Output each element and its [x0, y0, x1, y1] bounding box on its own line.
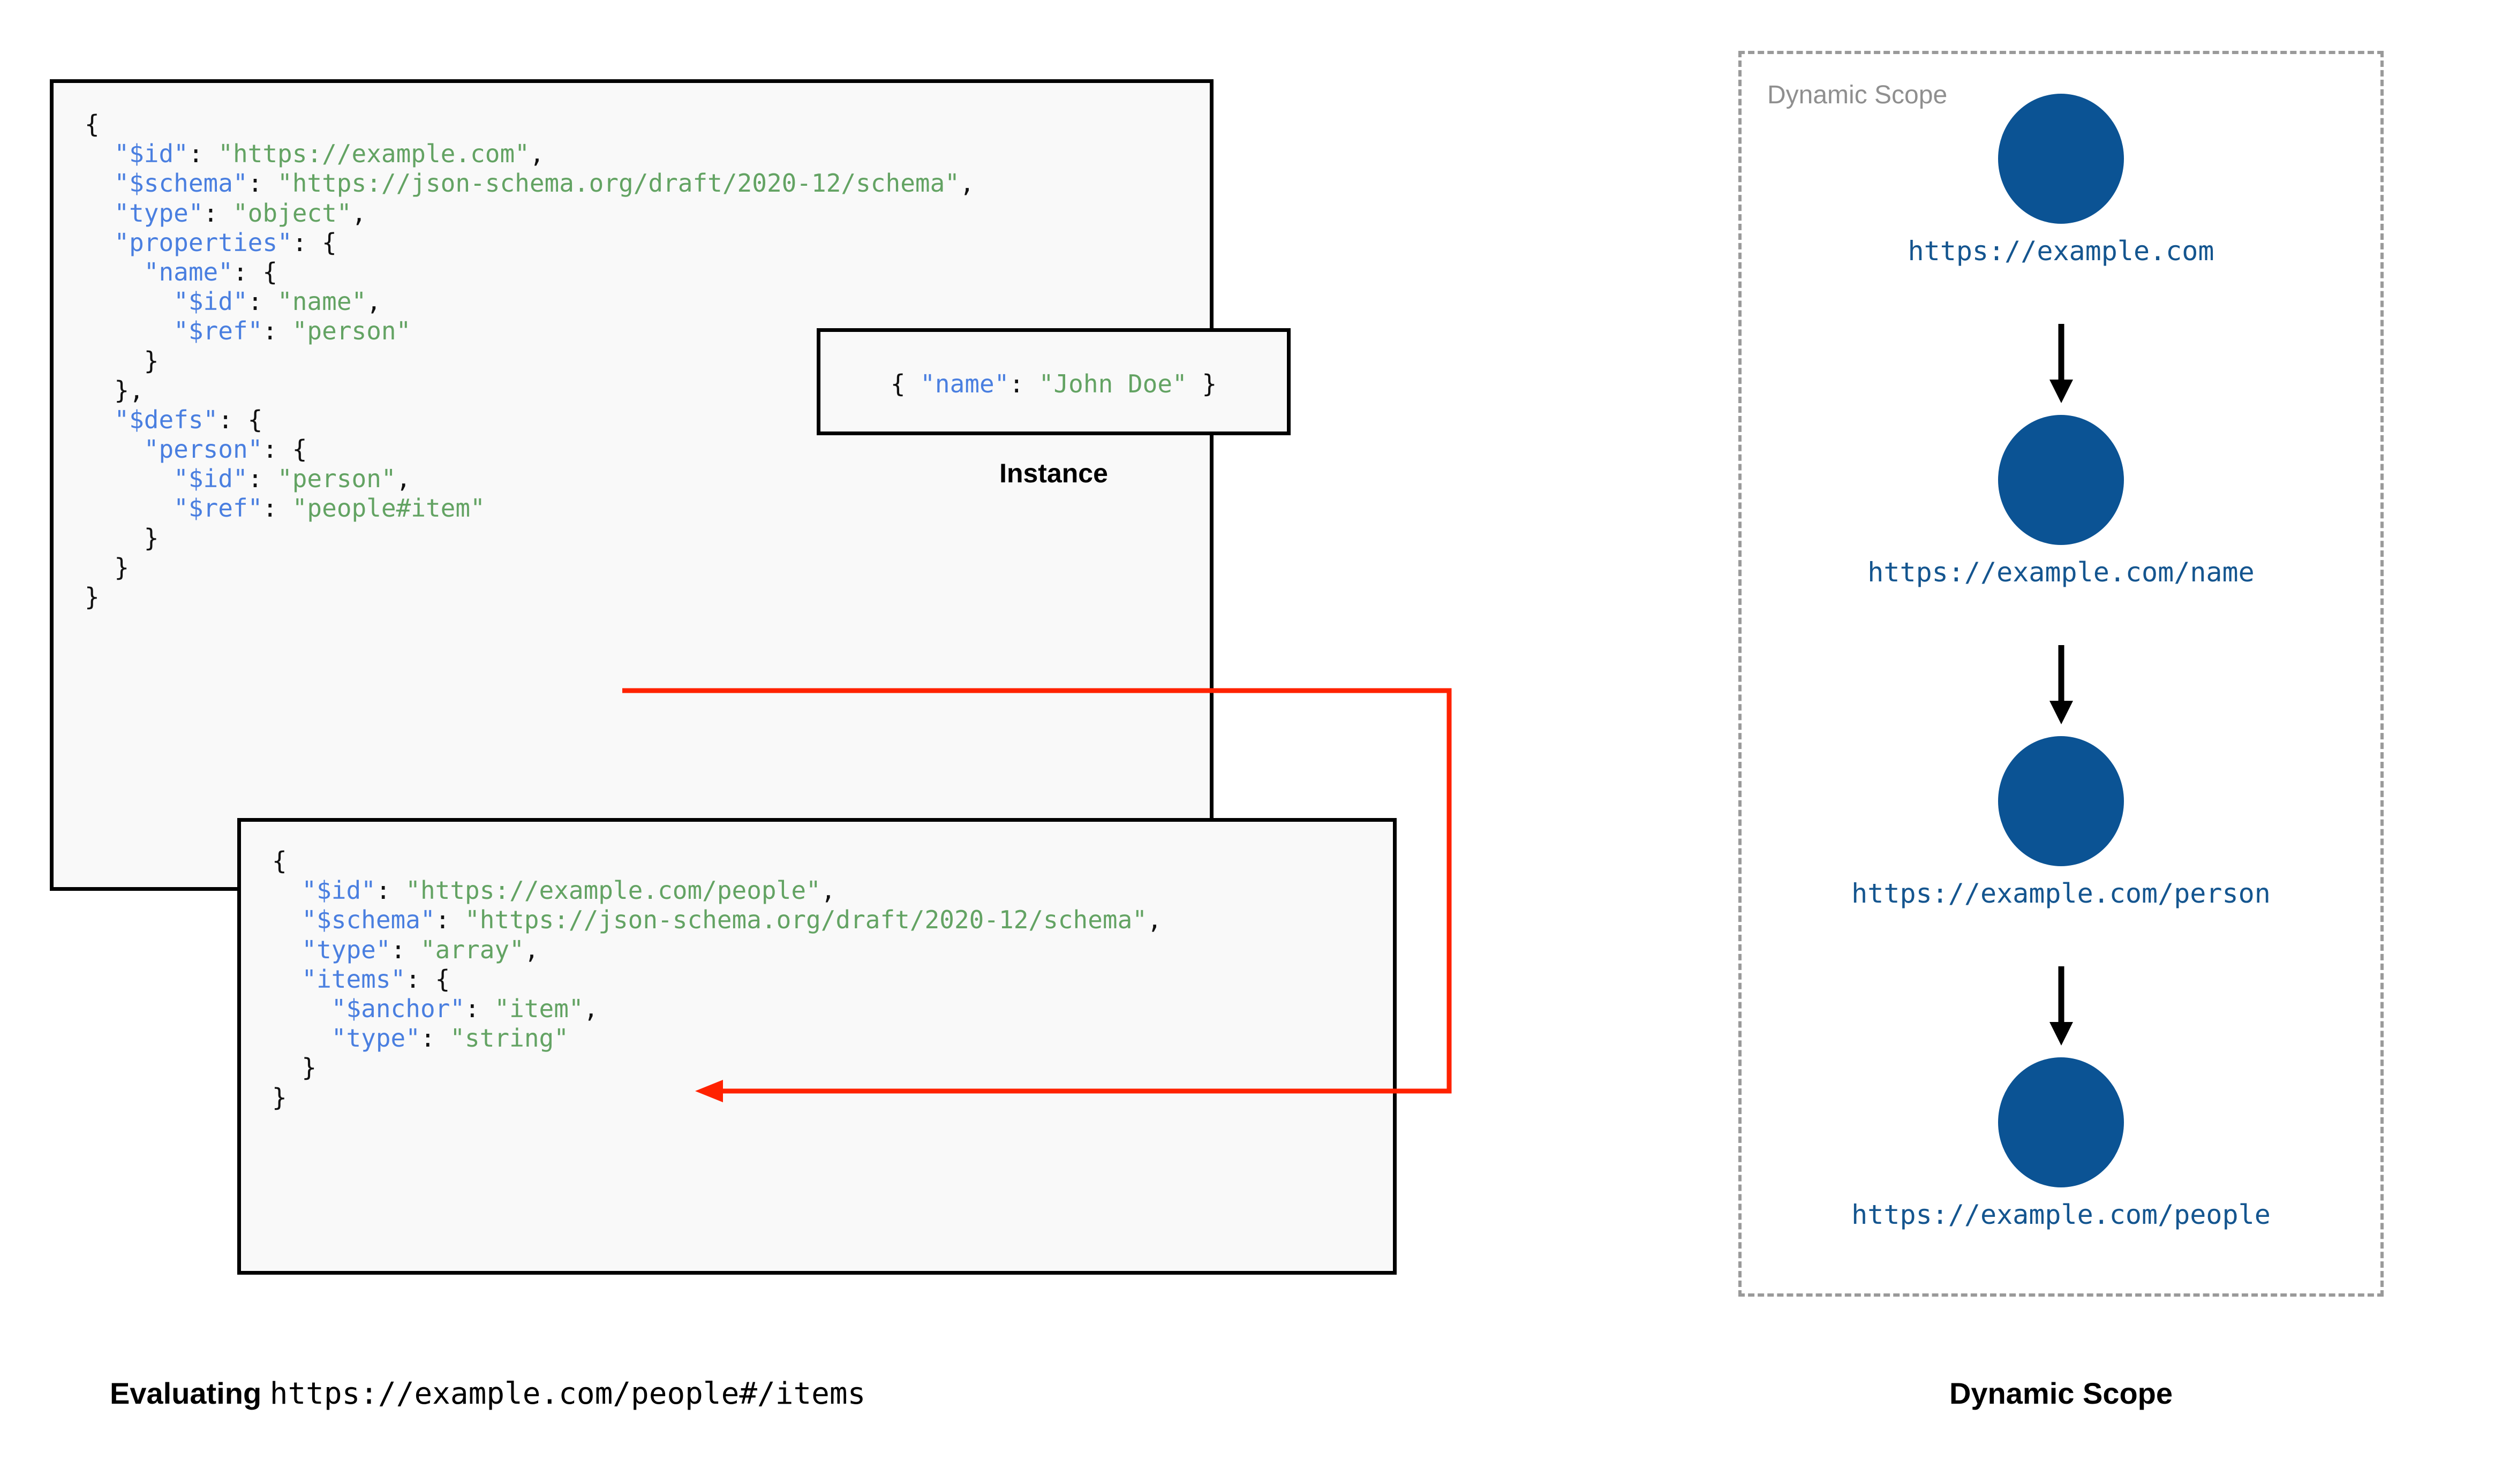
- dynamic-scope-panel: [1738, 51, 2384, 1297]
- scope-node-url: https://example.com/person: [1851, 878, 2271, 909]
- scope-node-url: https://example.com: [1908, 236, 2214, 267]
- dynamic-scope-panel-label: Dynamic Scope: [1767, 81, 1948, 109]
- people-schema-box: { "$id": "https://example.com/people", "…: [237, 818, 1397, 1275]
- instance-box: { "name": "John Doe" }: [817, 328, 1291, 435]
- scope-node-url: https://example.com/people: [1851, 1199, 2271, 1230]
- scope-circle-icon: [1998, 415, 2124, 545]
- scope-circle-icon: [1998, 1057, 2124, 1187]
- evaluating-caption: Evaluating https://example.com/people#/i…: [110, 1376, 865, 1411]
- down-arrow-icon: [2049, 645, 2073, 724]
- instance-caption: Instance: [999, 458, 1108, 488]
- instance-code: { "name": "John Doe" }: [890, 369, 1217, 398]
- scope-arrow-3: [1738, 966, 2384, 1049]
- scope-node-url: https://example.com/name: [1867, 557, 2255, 588]
- scope-node-2: https://example.com/name: [1738, 415, 2384, 588]
- dynamic-scope-caption: Dynamic Scope: [1949, 1376, 2173, 1410]
- scope-circle-icon: [1998, 94, 2124, 224]
- evaluating-url: https://example.com/people#/items: [269, 1376, 866, 1411]
- people-schema-code: { "$id": "https://example.com/people", "…: [272, 846, 1162, 1112]
- scope-node-4: https://example.com/people: [1738, 1057, 2384, 1230]
- down-arrow-icon: [2049, 324, 2073, 403]
- scope-node-1: https://example.com: [1738, 94, 2384, 267]
- down-arrow-icon: [2049, 966, 2073, 1046]
- scope-circle-icon: [1998, 736, 2124, 866]
- root-schema-code: { "$id": "https://example.com", "$schema…: [85, 110, 975, 611]
- scope-arrow-2: [1738, 645, 2384, 728]
- scope-arrow-1: [1738, 324, 2384, 407]
- scope-node-3: https://example.com/person: [1738, 736, 2384, 909]
- evaluating-label: Evaluating: [110, 1376, 270, 1410]
